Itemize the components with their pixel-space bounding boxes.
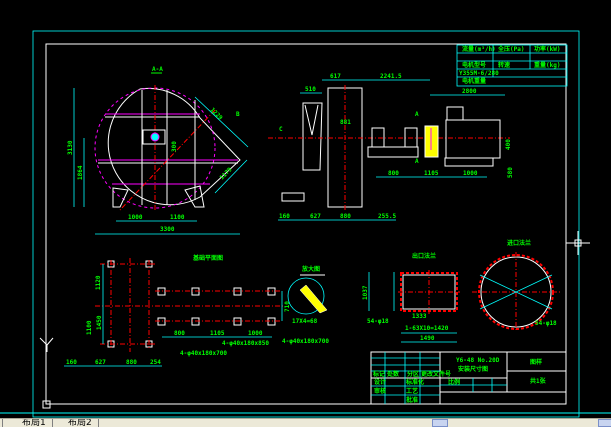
dimension-label: 基础平面图 (192, 254, 223, 262)
dimension-label: 1229 (209, 106, 224, 121)
inlet-flange: 进口法兰 54-φ18 (472, 239, 560, 332)
dimension-label: 电机重量 (462, 77, 486, 85)
dimension-label: 更改文件号 (421, 370, 451, 378)
dimension-label: 审核 (374, 387, 386, 395)
dimension-label: 放大图 (301, 265, 320, 273)
dimension-label: 800 (174, 330, 185, 337)
tab-layout2[interactable]: 布局2 (62, 419, 99, 427)
dimension-label: 共1张 (530, 377, 547, 385)
dimension-label: Y6-48 No.20D (456, 357, 500, 364)
dimension-label: 2241.5 (380, 73, 402, 80)
dimension-label: 1000 (463, 170, 478, 177)
dimension-label: 1-63X10=1420 (405, 325, 449, 332)
inner-frame (45, 43, 567, 405)
cad-drawing-canvas[interactable]: 流量(m³/h)全压(Pa) 功率(kW) 电机型号 转速 重量(kg) Y355M-… (0, 0, 611, 418)
dimension-label: A (415, 111, 419, 118)
dimension-label: 工艺 (406, 387, 418, 395)
title-block: Y6-48 No.20D 安装尺寸图 图样 共1张 比例 标记处数 分区更改文件… (370, 351, 567, 405)
dimension-label: 分区 (407, 370, 419, 378)
dimension-label: 进口法兰 (507, 239, 531, 247)
dimension-label: 627 (310, 213, 321, 220)
outer-frame (32, 30, 580, 418)
spec-table: 流量(m³/h)全压(Pa) 功率(kW) 电机型号 转速 重量(kg) Y355M-… (456, 44, 568, 87)
dimension-label: 功率(kW) (534, 45, 560, 53)
dimension-label: 255.5 (378, 213, 396, 220)
dimension-label: Y355M-6/280 (459, 70, 499, 77)
dimension-label: 1105 (210, 330, 225, 337)
dimension-label: 3300 (160, 226, 175, 233)
dimension-label: 3130 (67, 140, 74, 155)
dimension-label: 转速 (498, 61, 510, 69)
dimension-label: 17X4=68 (292, 318, 318, 325)
dimension-label: 1100 (170, 214, 185, 221)
dimension-label: 全压(Pa) (497, 45, 524, 53)
dimension-label: 比例 (448, 378, 460, 386)
dimension-label: 出口法兰 (412, 252, 436, 260)
dimension-label: 881 (340, 119, 351, 126)
side-view: 617 2241.5 510 2800 881 800 1105 1000 400 58… (268, 73, 514, 221)
dimension-label: 254 (150, 359, 161, 366)
dimension-label: 627 (95, 359, 106, 366)
dimension-label: 1105 (424, 170, 439, 177)
dimension-label: 1450 (96, 315, 103, 330)
dimension-label: 54-φ18 (535, 320, 557, 327)
dimension-label: 54-φ18 (367, 318, 389, 325)
crosshair-cursor (566, 231, 590, 255)
foundation-plan: 基础平面图 1120 1100 1450 800 1105 1000 710 160… (64, 254, 329, 367)
dimension-label: 图样 (530, 358, 542, 366)
outlet-flange: 出口法兰 1037 1333 1-63X10=1420 1490 54-φ18 (362, 252, 460, 343)
dimension-label: 流量(m³/h) (462, 45, 496, 53)
dimension-label: 300 (171, 141, 178, 152)
dimension-label: 617 (330, 73, 341, 80)
dimension-label: 510 (305, 86, 316, 93)
dimension-label: 710 (284, 301, 291, 312)
dimension-label: 160 (66, 359, 77, 366)
dimension-label: 580 (507, 167, 514, 178)
dimension-label: 160 (279, 213, 290, 220)
dimension-label: 800 (388, 170, 399, 177)
dimension-label: 标记 (372, 370, 385, 378)
dimension-label: B (236, 111, 240, 118)
dimension-label: 4-φ40x180x700 (282, 338, 329, 345)
dimension-label: 1000 (128, 214, 143, 221)
dimension-label: 1037 (362, 285, 369, 300)
tab-model[interactable]: 模型 (0, 419, 4, 427)
dimension-label: 1120 (95, 275, 102, 290)
dimension-label: 4-φ40x180x700 (180, 350, 227, 357)
dimension-label: C (279, 126, 283, 133)
dimension-label: 电机型号 (462, 61, 486, 69)
dimension-label: 4-φ40x180x850 (222, 340, 269, 347)
dimension-label: 880 (340, 213, 351, 220)
tab-layout1[interactable]: 布局1 (16, 419, 53, 427)
dimension-label: 安装尺寸图 (458, 365, 488, 373)
dimension-label: 1490 (420, 335, 435, 342)
dimension-label: 1100 (86, 320, 93, 335)
dimension-label: 重量(kg) (534, 61, 560, 69)
dimension-label: 批准 (406, 396, 418, 404)
dimension-label: 400 (505, 139, 512, 150)
dimension-label: 1333 (412, 313, 427, 320)
dimension-label: 处数 (386, 370, 400, 378)
ucs-icon (39, 337, 54, 409)
dimension-label: 设计 (374, 378, 386, 386)
dimension-label: 1864 (77, 165, 84, 180)
dimension-label: A (415, 158, 419, 165)
detail-view: 放大图 17X4=68 (287, 265, 328, 325)
dimension-label: 1000 (248, 330, 263, 337)
dimension-label: 2800 (462, 88, 477, 95)
dimension-label: A-A (152, 66, 163, 73)
dimension-label: 标准化 (405, 378, 424, 386)
dimension-label: 880 (126, 359, 137, 366)
